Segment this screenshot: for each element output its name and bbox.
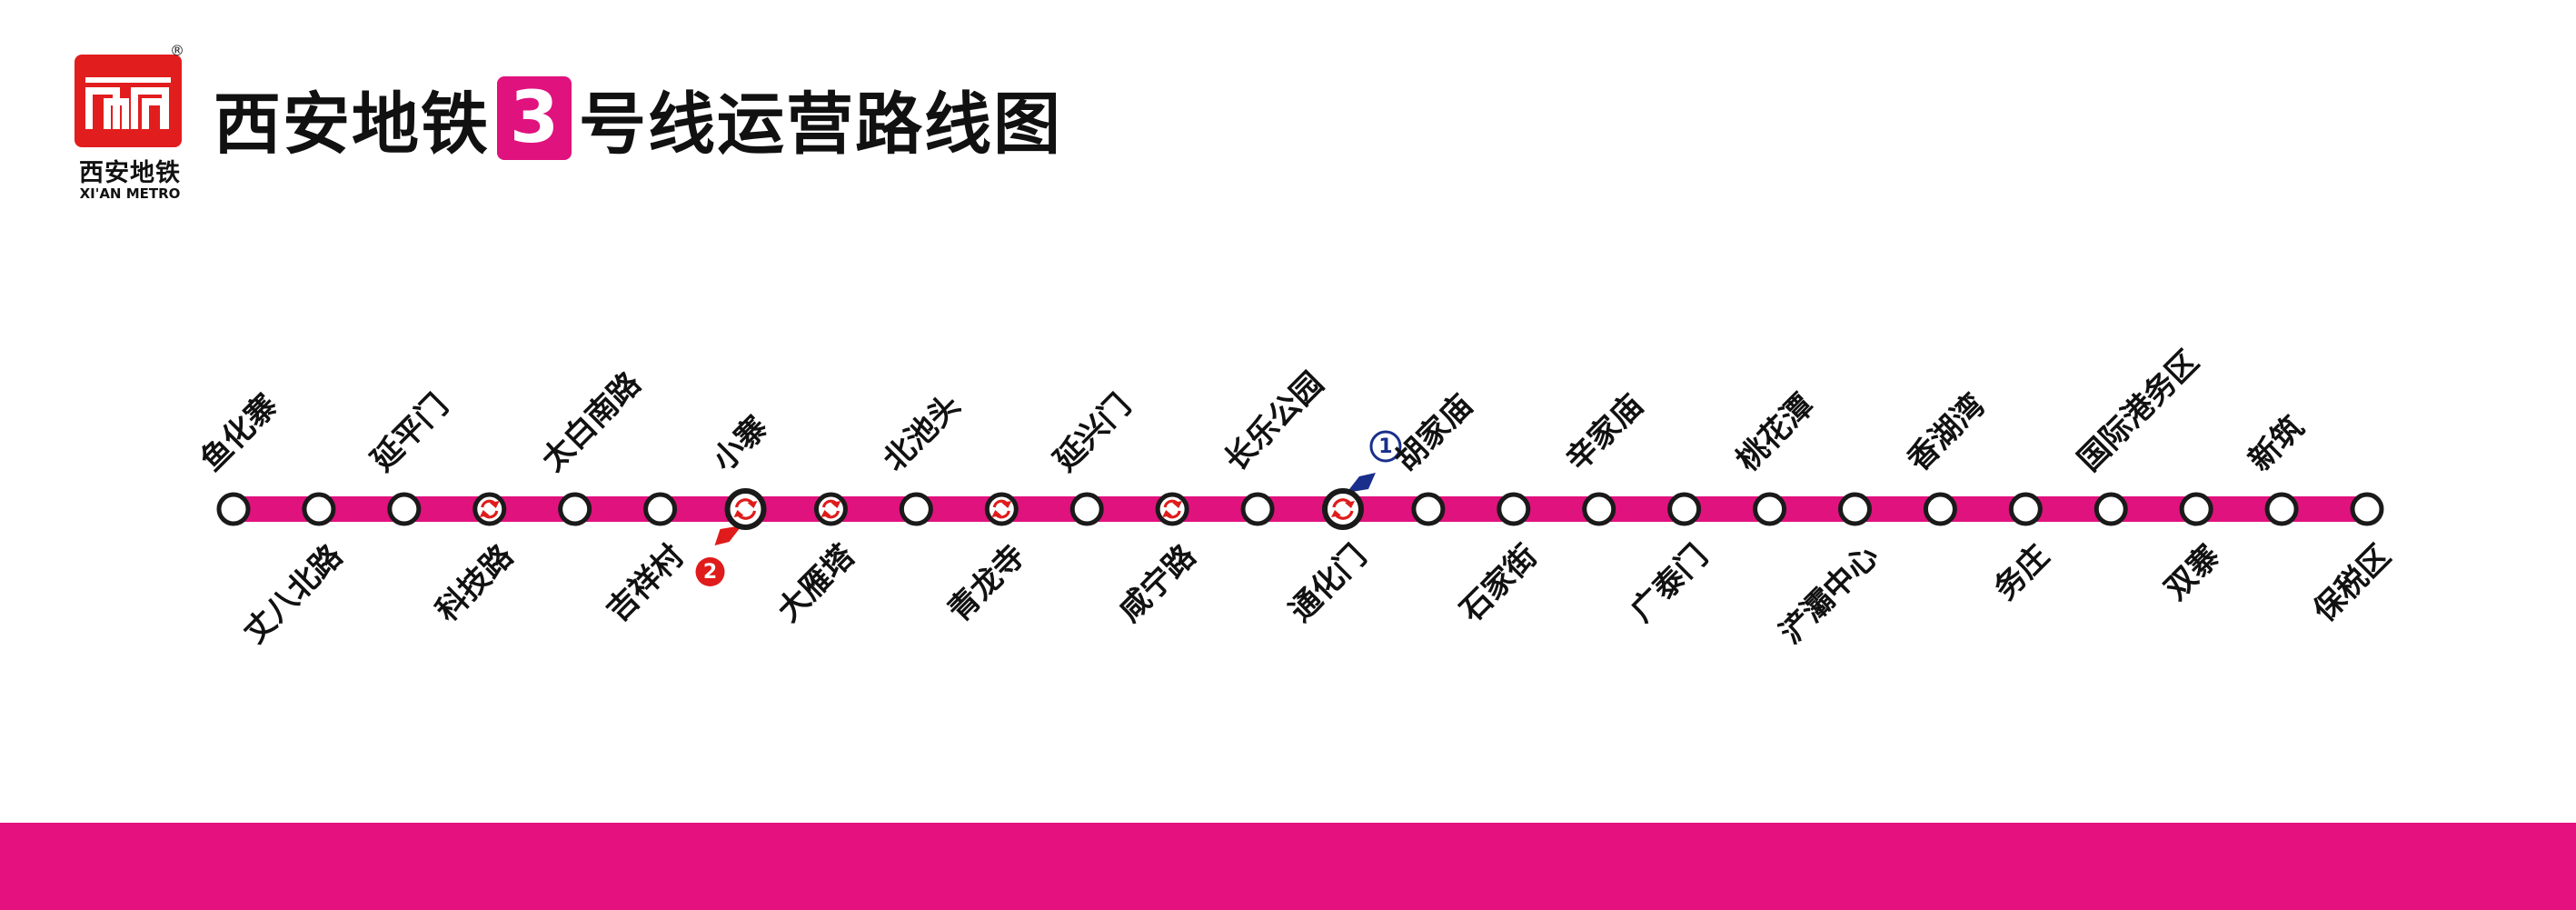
station-marker <box>2350 492 2384 526</box>
page-title: 西安地铁 3 号线运营路线图 <box>214 73 1062 164</box>
station-label: 咸宁路 <box>1112 537 1204 629</box>
station-marker <box>1069 492 1104 526</box>
station-marker <box>1321 488 1364 530</box>
connecting-line-badge: 2 <box>695 525 742 586</box>
station-label: 丈八北路 <box>236 537 350 651</box>
connecting-line-badge: 1 <box>1346 430 1402 493</box>
metro-logo-mark <box>75 55 182 147</box>
station-label: 务庄 <box>1987 538 2056 607</box>
connecting-line-number: 1 <box>1378 435 1392 458</box>
station-marker <box>724 488 767 530</box>
station-marker <box>558 492 592 526</box>
station-marker <box>1155 492 1189 526</box>
station-label: 北池头 <box>876 387 967 478</box>
station-marker <box>302 492 336 526</box>
title-suffix: 号线运营路线图 <box>579 85 1062 164</box>
station-marker <box>1753 492 1787 526</box>
line-number-badge: 3 <box>497 76 572 160</box>
station-label: 国际港务区 <box>2071 344 2205 478</box>
title-prefix: 西安地铁 <box>214 85 490 164</box>
station-marker <box>899 492 933 526</box>
transfer-markers: 21 <box>695 430 1402 586</box>
station-label: 新筑 <box>2242 409 2311 478</box>
station-marker <box>1837 492 1872 526</box>
station-label: 科技路 <box>429 537 521 629</box>
station-marker <box>1667 492 1702 526</box>
connecting-line-number: 2 <box>703 561 717 584</box>
station-label: 吉祥村 <box>600 538 691 629</box>
station-marker <box>1923 492 1957 526</box>
bottom-color-band <box>0 823 2576 910</box>
station-marker <box>387 492 422 526</box>
station-marker <box>813 492 848 526</box>
station-marker <box>2179 492 2213 526</box>
station-marker <box>472 492 507 526</box>
station-label: 长乐公园 <box>1218 365 1330 478</box>
station-label: 延兴门 <box>1047 387 1138 478</box>
station-label: 辛家庙 <box>1559 387 1650 478</box>
station-marker <box>1411 492 1446 526</box>
station-marker <box>2094 492 2128 526</box>
station-marker <box>1497 492 1531 526</box>
station-label: 香湖湾 <box>1900 387 1991 478</box>
station-marker <box>1582 492 1616 526</box>
stations <box>216 488 2384 530</box>
station-label: 广泰门 <box>1624 538 1715 629</box>
station-label: 大雁塔 <box>771 537 862 629</box>
station-marker <box>2264 492 2299 526</box>
station-label: 太白南路 <box>535 365 649 478</box>
station-label: 胡家庙 <box>1388 387 1479 478</box>
station-marker <box>1240 492 1275 526</box>
logo-name-cn: 西安地铁 <box>79 159 181 187</box>
station-marker <box>2008 492 2043 526</box>
station-label: 保税区 <box>2306 538 2397 629</box>
station-marker <box>216 492 251 526</box>
station-marker <box>643 492 678 526</box>
station-label: 通化门 <box>1282 538 1373 629</box>
station-marker <box>984 492 1019 526</box>
station-label: 青龙寺 <box>941 538 1032 629</box>
logo-name-en: XI'AN METRO <box>79 185 181 202</box>
station-label: 延平门 <box>364 387 455 478</box>
station-label: 桃花潭 <box>1730 387 1821 478</box>
station-label: 石家街 <box>1453 538 1545 630</box>
station-label: 双寨 <box>2158 538 2227 607</box>
station-label: 浐灞中心 <box>1773 538 1885 651</box>
station-label: 鱼化寨 <box>194 387 284 478</box>
station-label: 小寨 <box>706 409 775 478</box>
xian-metro-logo: ® 西安地铁 XI'AN METRO <box>73 42 191 202</box>
registered-mark: ® <box>170 42 184 59</box>
